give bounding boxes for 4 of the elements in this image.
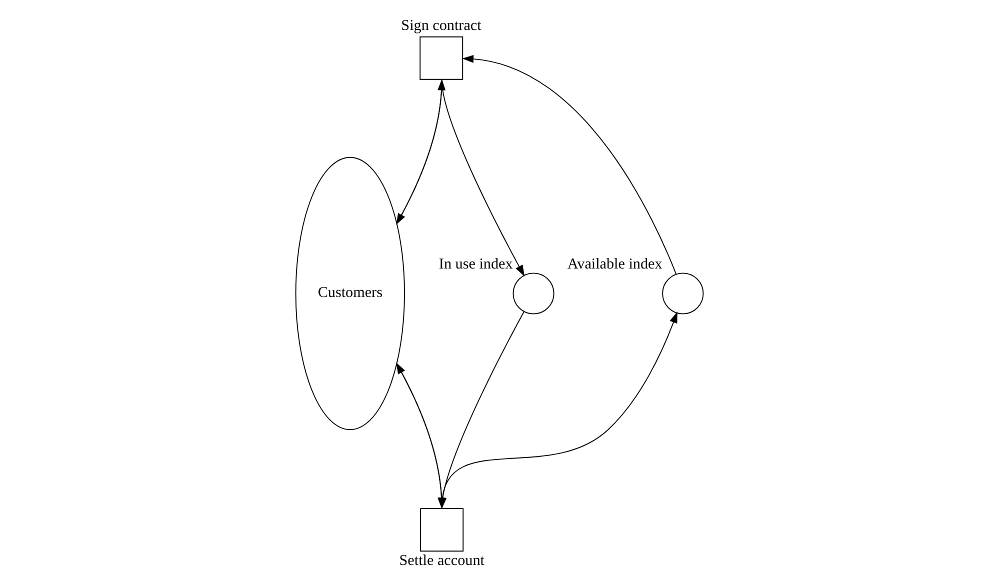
node-label: In use index xyxy=(438,256,513,272)
node-label: Available index xyxy=(567,256,662,272)
node-label: Settle account xyxy=(399,553,484,570)
node-label: Sign contract xyxy=(401,18,482,34)
